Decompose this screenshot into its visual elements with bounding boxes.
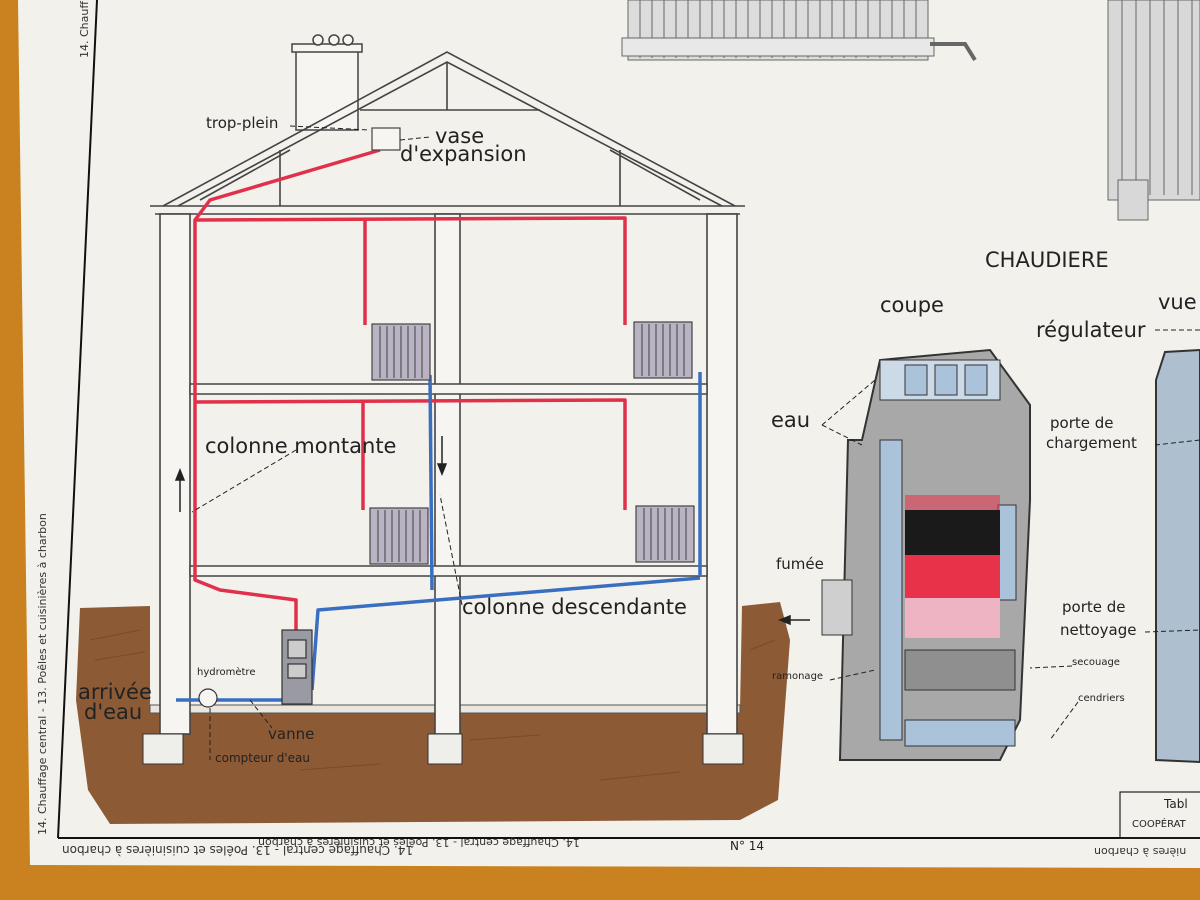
label-porte-chargement-1: porte de bbox=[1050, 414, 1114, 432]
label-vase: vase bbox=[435, 124, 485, 148]
label-fumee: fumée bbox=[776, 555, 824, 573]
publisher-line-2: COOPÉRAT bbox=[1132, 819, 1186, 830]
house-walls bbox=[159, 213, 738, 735]
label-colonne-descendante: colonne descendante bbox=[462, 595, 687, 619]
boiler-exterior-view bbox=[1155, 348, 1200, 764]
house-boiler bbox=[281, 629, 313, 705]
hot-pipes bbox=[193, 148, 627, 630]
poster-number: N° 14 bbox=[730, 839, 765, 853]
label-hydrometre: hydromètre bbox=[197, 667, 256, 678]
label-regulateur: régulateur bbox=[1036, 318, 1146, 342]
cold-pipes bbox=[176, 372, 702, 702]
label-porte-chargement-2: chargement bbox=[1046, 434, 1137, 452]
label-vue: vue bbox=[1158, 290, 1197, 314]
boiler-cross-section bbox=[821, 348, 1031, 761]
publisher-line-1: Tabl bbox=[1164, 797, 1188, 811]
label-compteur: compteur d'eau bbox=[215, 751, 310, 765]
label-cendriers: cendriers bbox=[1078, 693, 1125, 704]
radiator-upper-right bbox=[633, 321, 693, 379]
roof bbox=[150, 51, 745, 215]
label-arrivee: arrivée bbox=[78, 680, 152, 704]
radiator-upper-left bbox=[371, 323, 431, 381]
chimney bbox=[291, 34, 363, 131]
label-porte-nettoyage-2: nettoyage bbox=[1060, 621, 1137, 639]
radiator-right-illustration bbox=[1107, 0, 1200, 221]
label-expansion: d'expansion bbox=[400, 142, 527, 166]
top-left-tab: 14. Chauff bbox=[78, 1, 91, 58]
bottom-flipped-title-left: 14. Chauffage central - 13. Poêles et cu… bbox=[62, 843, 414, 857]
boiler-leader-lines bbox=[821, 329, 1200, 741]
flow-arrows bbox=[174, 436, 810, 626]
label-trop-plein: trop-plein bbox=[206, 114, 279, 132]
publisher-box bbox=[1119, 791, 1200, 839]
label-chaudiere: CHAUDIERE bbox=[985, 248, 1109, 272]
radiator-lower-left bbox=[369, 507, 429, 565]
radiator-top-illustration bbox=[621, 0, 977, 62]
label-coupe: coupe bbox=[880, 293, 944, 317]
label-eau: d'eau bbox=[84, 700, 143, 724]
poster-border bbox=[57, 0, 1200, 839]
label-colonne-montante: colonne montante bbox=[205, 434, 397, 458]
side-title: 14. Chauffage central - 13. Poêles et cu… bbox=[36, 513, 49, 835]
bottom-flipped-right: nières à charbon bbox=[1094, 845, 1187, 858]
water-meter bbox=[198, 688, 218, 708]
label-secouage: secouage bbox=[1072, 657, 1120, 668]
soil-texture bbox=[89, 629, 776, 781]
radiator-lower-right bbox=[635, 505, 695, 563]
expansion-tank bbox=[371, 127, 401, 151]
leader-lines bbox=[191, 125, 463, 760]
label-ramonage: ramonage bbox=[772, 671, 824, 682]
label-eau-boiler: eau bbox=[771, 408, 811, 432]
label-porte-nettoyage-1: porte de bbox=[1062, 598, 1126, 616]
label-vanne: vanne bbox=[268, 725, 315, 743]
house-floors bbox=[189, 383, 708, 577]
footings bbox=[142, 733, 744, 765]
